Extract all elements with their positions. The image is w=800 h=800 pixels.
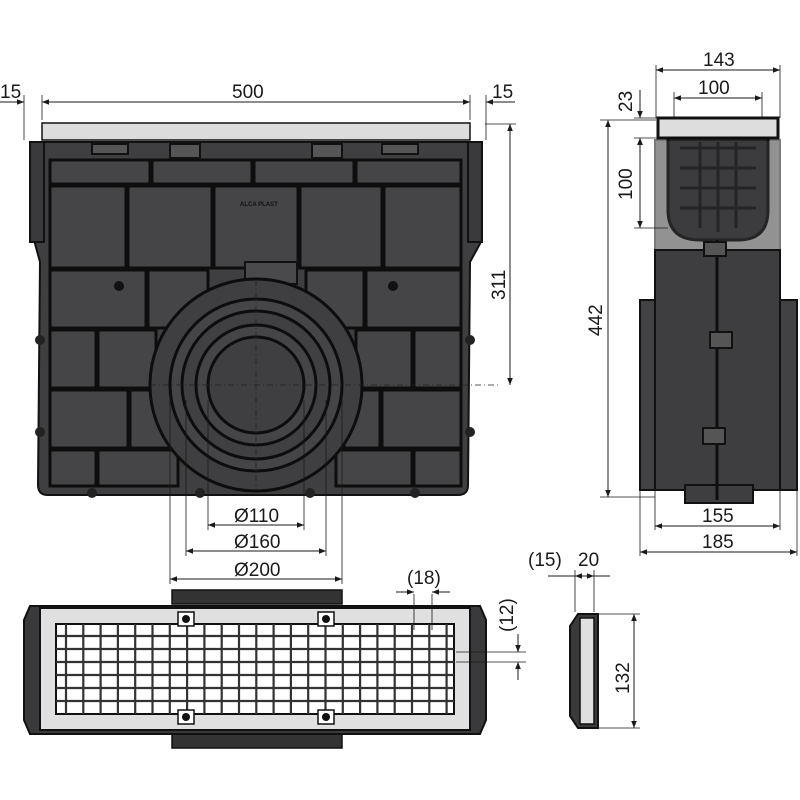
dim-side-frame: 23 (616, 91, 637, 112)
dim-pipe-200: Ø200 (234, 560, 280, 581)
dim-side-bottom-outer: 185 (702, 532, 734, 553)
dim-outlet-height: 311 (489, 270, 510, 300)
grate-view (23, 589, 487, 749)
side-knob (465, 427, 475, 437)
front-tab (381, 143, 419, 155)
front-dimensions: 500 15 15 311 Ø110 Ø160 Ø200 (0, 82, 516, 584)
dim-grate-detail-thick: (15) (528, 550, 562, 571)
grate-mesh (55, 623, 455, 715)
logo-text: ALCA PLAST (240, 202, 278, 208)
side-view (639, 116, 798, 504)
dim-side-inner: 100 (698, 78, 730, 99)
front-tab (91, 143, 129, 155)
dim-left-margin: 15 (0, 82, 21, 103)
front-left-flange (29, 141, 45, 243)
dim-grate-slot-height: (12) (497, 598, 518, 632)
mount-hole (114, 281, 124, 291)
front-top-frame (41, 122, 471, 141)
dim-grate-slot-width: (18) (407, 568, 441, 589)
dim-side-bottom-inner: 155 (702, 506, 734, 527)
side-knob (465, 335, 475, 345)
front-right-flange (467, 141, 483, 243)
side-knob (35, 335, 45, 345)
side-frame (656, 116, 780, 140)
front-tab (169, 143, 201, 159)
dim-side-basket: 100 (616, 168, 637, 200)
side-knob (35, 427, 45, 437)
dim-pipe-160: Ø160 (234, 532, 280, 553)
side-foot (684, 484, 754, 504)
grate-screws (177, 611, 335, 725)
grate-detail-view: (15) 20 132 (528, 550, 640, 729)
dim-right-margin: 15 (492, 82, 513, 103)
dim-grate-detail-width: 20 (578, 550, 599, 571)
dim-side-top: 143 (703, 50, 735, 71)
front-tab (311, 143, 343, 159)
front-view: ALCA PLAST (29, 122, 500, 498)
dim-overall-width: 500 (232, 82, 264, 103)
dim-grate-height: 132 (613, 662, 634, 694)
grate-dimensions: (18) (12) (396, 568, 526, 680)
mount-hole (388, 281, 398, 291)
dim-side-total: 442 (586, 304, 607, 336)
side-dimensions: 143 100 23 100 442 155 185 (586, 50, 798, 556)
dim-pipe-110: Ø110 (234, 506, 279, 527)
